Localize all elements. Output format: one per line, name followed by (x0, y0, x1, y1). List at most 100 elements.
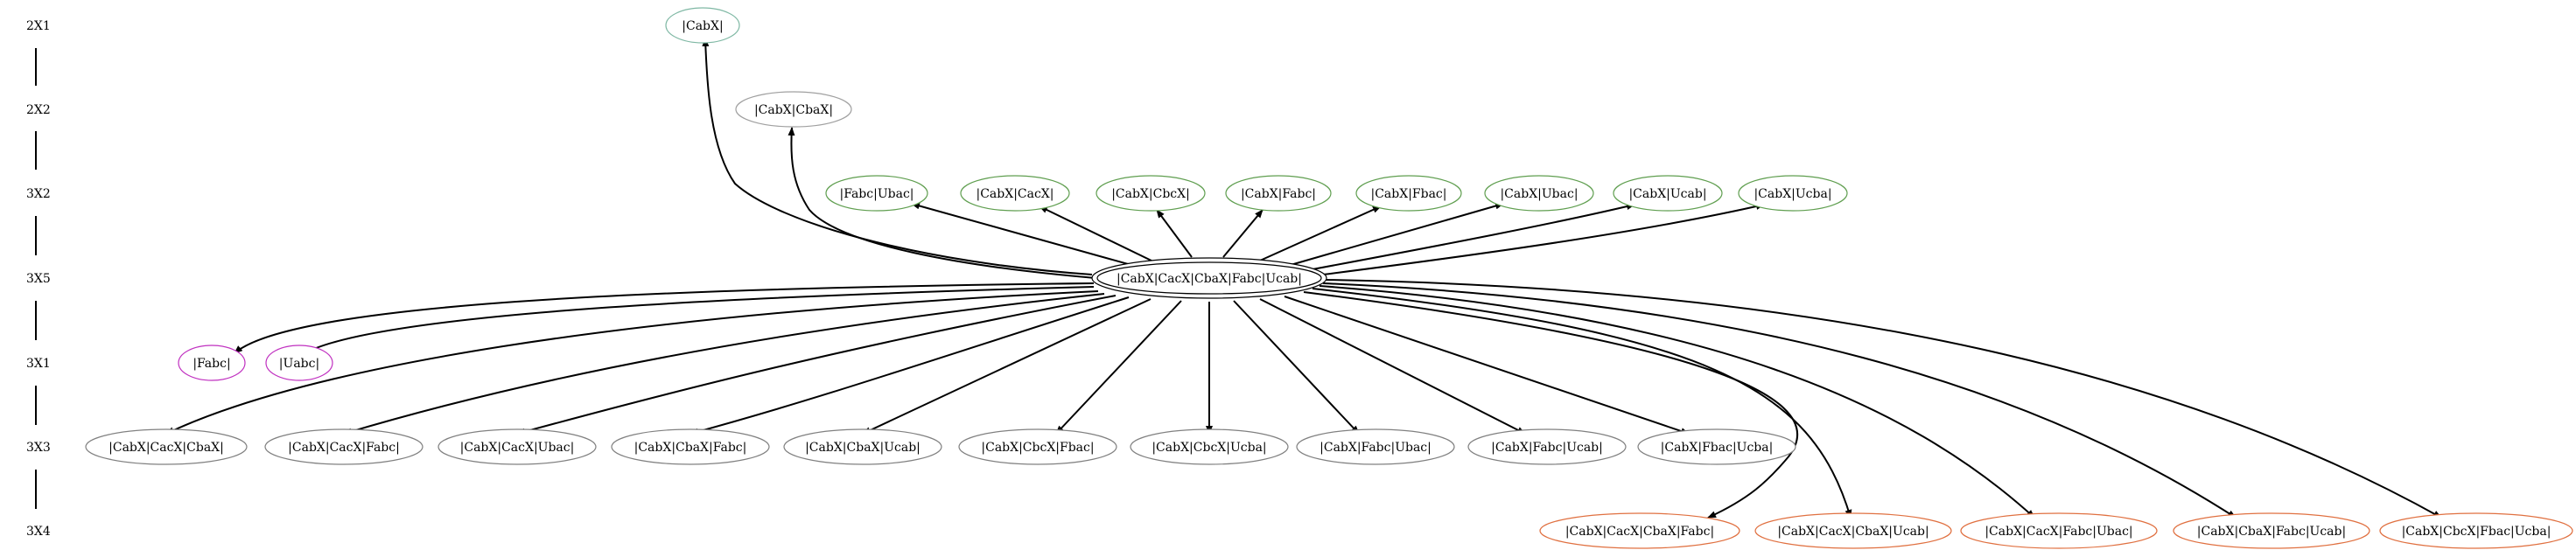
node-label: |CabX|CacX|Fabc|Ubac| (1984, 525, 2132, 539)
node-cabx-cbcx-ucba[interactable]: |CabX|CbcX|Ucba| (1130, 428, 1289, 465)
node-label: |CabX|CacX|CbaX|Fabc|Ucab| (1116, 272, 1302, 286)
node-cabx-cbax-ucab[interactable]: |CabX|CbaX|Ucab| (783, 428, 942, 465)
node-cabx-cbax-fabc-ucab[interactable]: |CabX|CbaX|Fabc|Ucab| (2173, 512, 2370, 549)
edge-center-to-cabx-cbcx-fbac (1055, 300, 1182, 435)
node-cabx-fbac-ucba[interactable]: |CabX|Fbac|Ucba| (1637, 428, 1796, 465)
node-label: |CabX|CacX|Ubac| (460, 441, 575, 455)
node-label: |CabX|CacX| (976, 187, 1054, 201)
node-fabc[interactable]: |Fabc| (178, 345, 246, 381)
node-outline (958, 428, 1117, 465)
node-outline (265, 345, 333, 381)
edge-center-to-cabx-fbac (1259, 205, 1382, 261)
node-label: |Uabc| (279, 357, 319, 371)
node-outline (1096, 175, 1206, 212)
node-outline (1355, 175, 1462, 212)
rank-label-3x2: 3X2 (26, 187, 51, 201)
node-outline (665, 7, 740, 44)
edge-center-to-cabx-fabc (1222, 209, 1264, 258)
node-label: |CabX| (682, 19, 723, 33)
edge-center-to-cabx-fabc-ucab (1259, 298, 1526, 435)
edge-center-to-fabc (234, 282, 1095, 354)
node-cabx-cacx[interactable]: |CabX|CacX| (960, 175, 1070, 212)
node-label: |CabX|CbaX|Fabc|Ucab| (2197, 525, 2346, 539)
node-cabx-cacx-cbax-ucab[interactable]: |CabX|CacX|CbaX|Ucab| (1754, 512, 1952, 549)
node-outline (85, 428, 248, 465)
node-cabx-cacx-fabc[interactable]: |CabX|CacX|Fabc| (264, 428, 424, 465)
node-cabx-cacx-ubac[interactable]: |CabX|CacX|Ubac| (438, 428, 597, 465)
rank-label-2x2: 2X2 (26, 103, 51, 117)
node-cabx[interactable]: |CabX| (665, 7, 740, 44)
node-label: |CabX|Ubac| (1500, 187, 1578, 201)
node-label: |CabX|Fabc|Ubac| (1320, 441, 1432, 455)
rank-label-2x1: 2X1 (26, 19, 51, 33)
node-outline (1754, 512, 1952, 549)
node-label: |CabX|Ucab| (1628, 187, 1706, 201)
edge-center-to-cabx-cacx (1039, 205, 1156, 263)
node-cabx-cbcx[interactable]: |CabX|CbcX| (1096, 175, 1206, 212)
node-cabx-cbax-fabc[interactable]: |CabX|CbaX|Fabc| (611, 428, 770, 465)
node-cabx-cacx-fabc-ubac[interactable]: |CabX|CacX|Fabc|Ubac| (1960, 512, 2158, 549)
edge-center-to-cabx-ubac (1290, 202, 1504, 266)
node-label: |CabX|CacX|CbaX|Ucab| (1777, 525, 1928, 539)
edge-center-to-cabx-fbac-ucba (1284, 296, 1690, 435)
node-cabx-cacx-cbax-fabc[interactable]: |CabX|CacX|CbaX|Fabc| (1539, 512, 1740, 549)
node-label: |CabX|CacX|CbaX| (108, 441, 224, 455)
node-outline (438, 428, 597, 465)
node-outline (178, 345, 246, 381)
edge-center-to-fabc-ubac (911, 202, 1138, 268)
node-label: |CabX|Fabc| (1241, 187, 1316, 201)
rank-axis: 2X1 2X2 3X2 3X5 3X1 3X3 3X4 (26, 19, 51, 539)
node-outline (1960, 512, 2158, 549)
edge-center-to-cabx-cbcx-fbac-ucba (1325, 279, 2442, 519)
node-outline (264, 428, 424, 465)
node-cabx-cbcx-fbac[interactable]: |CabX|CbcX|Fbac| (958, 428, 1117, 465)
node-label: |Fabc| (192, 357, 230, 371)
edge-center-to-cabx-ucba (1322, 203, 1765, 275)
node-label: |CabX|CbaX| (754, 103, 833, 117)
edge-center-to-cabx-cacx-fabc-ubac (1319, 285, 2035, 519)
node-fabc-ubac[interactable]: |Fabc|Ubac| (825, 175, 928, 212)
node-cabx-fbac[interactable]: |CabX|Fbac| (1355, 175, 1462, 212)
node-center[interactable]: |CabX|CacX|CbaX|Fabc|Ucab| (1091, 257, 1327, 299)
node-outline (1613, 175, 1723, 212)
edge-center-to-cabx-cbax-ucab (862, 298, 1152, 435)
node-label: |CabX|CbaX|Ucab| (805, 441, 920, 455)
node-cabx-ucba[interactable]: |CabX|Ucba| (1738, 175, 1848, 212)
edge-center-to-cabx-cacx-cbax-ucab (1312, 288, 1852, 519)
node-cabx-ucab[interactable]: |CabX|Ucab| (1613, 175, 1723, 212)
edge-center-to-cabx-cbax-fabc (690, 296, 1130, 435)
node-label: |CabX|Fabc|Ucab| (1491, 441, 1603, 455)
node-cabx-cbax[interactable]: |CabX|CbaX| (735, 91, 852, 128)
node-cabx-cacx-cbax[interactable]: |CabX|CacX|CbaX| (85, 428, 248, 465)
edge-center-to-cabx-cacx-cbax-fabc (1303, 291, 1798, 519)
node-outline (1467, 428, 1627, 465)
node-outline (735, 91, 852, 128)
edge-center-to-cabx-cbcx (1156, 209, 1193, 258)
edge-center-to-uabc (304, 286, 1095, 354)
node-cabx-cbcx-fbac-ucba[interactable]: |CabX|CbcX|Fbac|Ucba| (2379, 512, 2573, 549)
node-label: |CabX|CbcX|Ucba| (1152, 441, 1266, 455)
node-cabx-fabc[interactable]: |CabX|Fabc| (1225, 175, 1332, 212)
edge-center-to-cabx-fabc-ubac (1233, 300, 1360, 435)
edge-center-to-cabx-ucab (1312, 203, 1635, 270)
node-outline (2379, 512, 2573, 549)
edge-center-to-cabx-cacx-cbax (165, 290, 1099, 435)
node-label: |CabX|CacX|CbaX|Fabc| (1565, 525, 1714, 539)
node-label: |CabX|CbcX| (1111, 187, 1190, 201)
nodes: |CabX| |CabX|CbaX| |Fabc|Ubac| |CabX|Cac… (85, 7, 2573, 549)
edge-center-to-cabx (702, 38, 1093, 275)
node-outline (1637, 428, 1796, 465)
node-label: |CabX|Ucba| (1754, 187, 1831, 201)
node-cabx-fabc-ucab[interactable]: |CabX|Fabc|Ucab| (1467, 428, 1627, 465)
node-outline (783, 428, 942, 465)
node-cabx-fabc-ubac[interactable]: |CabX|Fabc|Ubac| (1296, 428, 1455, 465)
rank-label-3x1: 3X1 (26, 357, 51, 371)
edge-center-to-cabx-cacx-ubac (516, 295, 1116, 435)
node-label: |Fabc|Ubac| (839, 187, 914, 201)
edge-center-to-cabx-cbax-fabc-ucab (1322, 282, 2236, 519)
rank-label-3x4: 3X4 (26, 525, 51, 539)
node-outline (1130, 428, 1289, 465)
rank-label-3x5: 3X5 (26, 272, 51, 286)
node-cabx-ubac[interactable]: |CabX|Ubac| (1484, 175, 1594, 212)
node-uabc[interactable]: |Uabc| (265, 345, 333, 381)
